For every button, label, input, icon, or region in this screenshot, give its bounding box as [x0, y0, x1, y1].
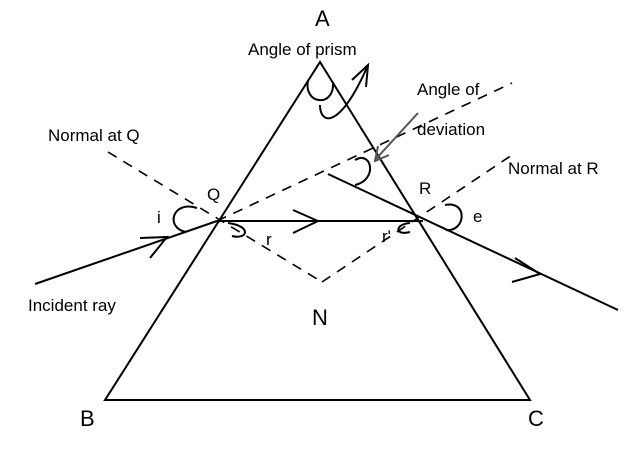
angle-of-prism-arc — [306, 79, 335, 102]
angle-of-prism-pointer — [319, 64, 369, 120]
normal-at-q-label: Normal at Q — [48, 126, 140, 145]
angle-r-arc — [227, 222, 246, 238]
angle-e-arc — [444, 203, 463, 232]
incident-ray — [34, 220, 218, 285]
angle-of-prism-label: Angle of prism — [248, 40, 357, 59]
vertex-a-label: A — [315, 6, 330, 31]
angle-of-deviation-arc — [354, 157, 372, 186]
normal-at-q-line — [107, 151, 323, 283]
normal-at-r-label: Normal at R — [508, 159, 599, 178]
angle-r-prime-label: r' — [382, 227, 391, 246]
incident-ray-label: Incident ray — [28, 296, 116, 315]
angle-of-deviation-label-2: deviation — [417, 120, 485, 139]
point-r-label: R — [419, 179, 431, 198]
angle-i-label: i — [157, 208, 161, 227]
emergent-ray-arrow — [511, 257, 543, 283]
angle-r-prime-arc — [397, 222, 411, 234]
refracted-ray-arrow — [292, 209, 321, 234]
normal-at-r-line — [321, 154, 513, 283]
point-q-label: Q — [207, 185, 220, 204]
angle-e-label: e — [473, 207, 482, 226]
vertex-b-label: B — [80, 406, 95, 431]
emergent-ray — [327, 173, 619, 311]
angle-r-label: r — [266, 230, 272, 249]
angle-i-arc — [172, 205, 198, 233]
incident-ray-extension — [216, 82, 513, 222]
angle-of-prism-pointer-arrow — [351, 62, 370, 88]
vertex-c-label: C — [528, 406, 544, 431]
angle-of-deviation-label-1: Angle of — [417, 80, 480, 99]
angle-of-deviation-pointer — [374, 112, 419, 161]
incident-ray-arrow — [139, 235, 170, 259]
point-n-label: N — [312, 305, 328, 330]
angle-of-deviation-pointer-arrow — [373, 145, 390, 163]
prism-triangle — [103, 60, 532, 401]
